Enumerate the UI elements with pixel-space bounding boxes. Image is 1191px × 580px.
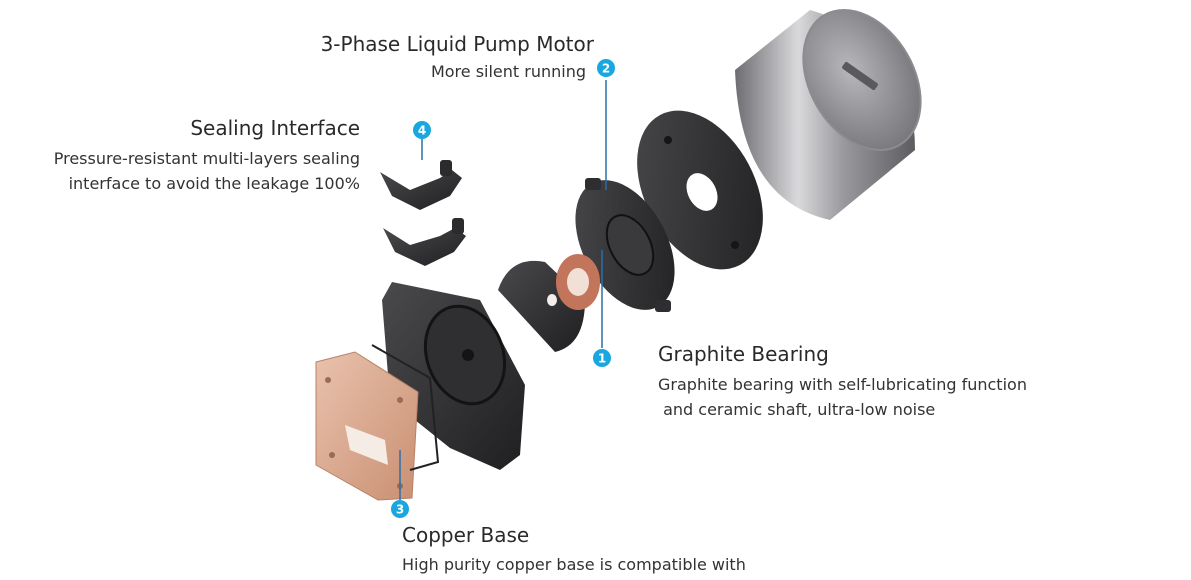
motor-can: [735, 9, 922, 220]
graphite-bearing-title: Graphite Bearing: [658, 342, 829, 366]
sealing-interface-desc-line2: interface to avoid the leakage 100%: [68, 174, 360, 193]
tube-fittings: [380, 160, 466, 266]
marker-4: 4: [413, 121, 431, 139]
marker-2: 2: [597, 59, 615, 77]
graphite-bearing-desc-line1: Graphite bearing with self-lubricating f…: [658, 375, 1027, 394]
pump-base-housing: [382, 282, 525, 470]
motor-housing: [575, 178, 675, 312]
marker-1-number: 1: [598, 352, 606, 366]
marker-4-number: 4: [418, 124, 426, 138]
marker-3: 3: [391, 500, 409, 518]
pump-motor-desc: More silent running: [430, 62, 586, 81]
sealing-interface-title: Sealing Interface: [190, 116, 360, 140]
pump-motor-title: 3-Phase Liquid Pump Motor: [320, 32, 594, 56]
graphite-bearing-desc-line2: and ceramic shaft, ultra-low noise: [658, 400, 936, 419]
marker-2-number: 2: [602, 62, 610, 76]
stator-flange: [637, 110, 763, 270]
marker-3-number: 3: [396, 503, 404, 517]
sealing-interface-desc-line1: Pressure-resistant multi-layers sealing: [53, 149, 360, 168]
marker-1: 1: [593, 349, 611, 367]
copper-base-desc-line1: High purity copper base is compatible wi…: [402, 555, 746, 574]
impeller-rotor: [498, 254, 600, 352]
copper-base-title: Copper Base: [402, 523, 530, 547]
copper-base-plate: [315, 344, 440, 501]
leader-lines: [399, 80, 607, 500]
